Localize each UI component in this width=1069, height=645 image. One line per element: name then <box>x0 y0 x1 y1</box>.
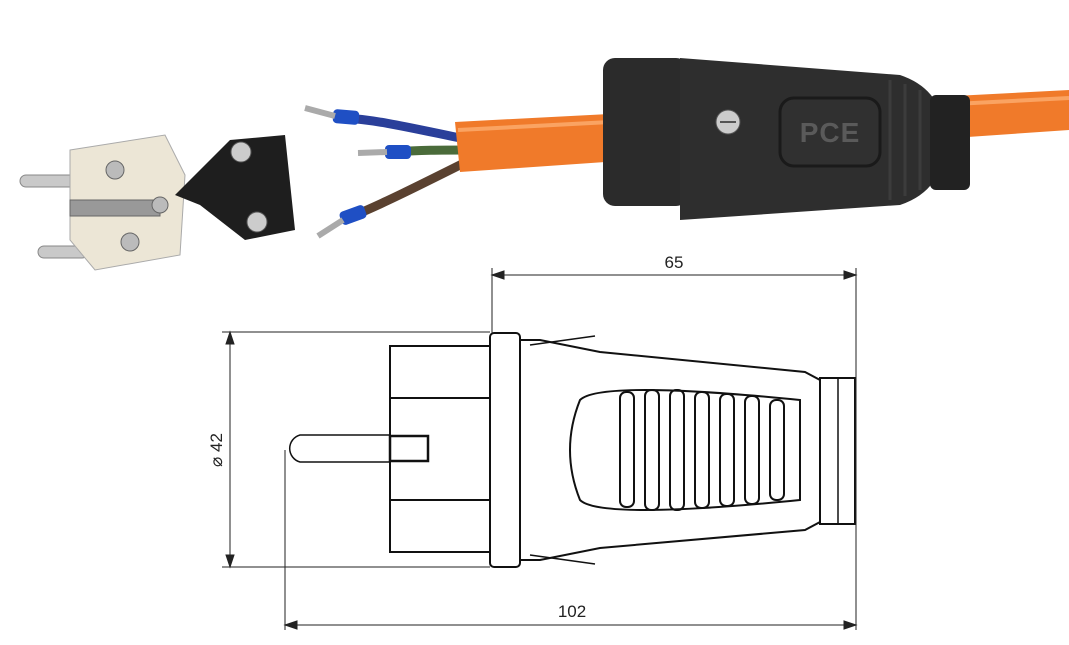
ferrule <box>385 145 411 159</box>
earth-clip <box>69 199 161 217</box>
screw-icon <box>246 211 268 233</box>
plug-insert <box>19 134 295 271</box>
ferrule <box>332 109 360 125</box>
ferrule <box>339 205 367 225</box>
connector-body: PCE <box>603 58 970 220</box>
strain-relief-clamp <box>175 135 295 240</box>
technical-drawing <box>288 332 856 568</box>
drawing-pin <box>288 434 391 463</box>
dimension-102-label: 102 <box>558 602 586 621</box>
brand-logo: PCE <box>800 117 861 148</box>
screw-icon <box>230 141 252 163</box>
dimension-diameter-label: ⌀ 42 <box>207 433 226 467</box>
drawing-grip <box>569 389 801 511</box>
wires <box>304 105 473 239</box>
dimension-lines <box>222 268 858 630</box>
logo-plate <box>778 96 882 168</box>
dimension-65-label: 65 <box>665 253 684 272</box>
